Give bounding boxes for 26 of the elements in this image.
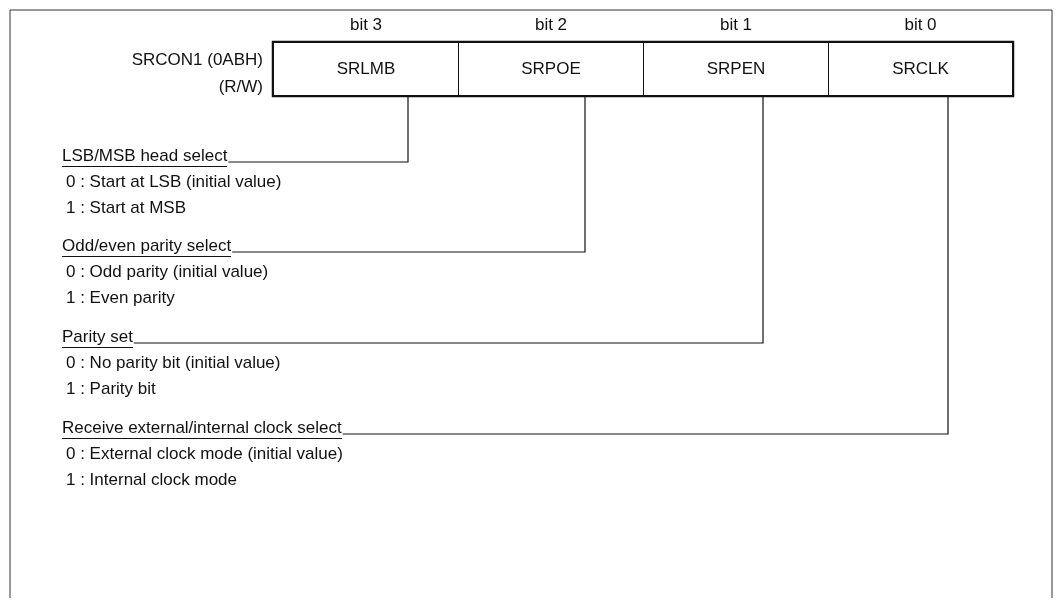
bit-value-description: 1 : Even parity	[66, 288, 175, 308]
bit-value-description: 0 : No parity bit (initial value)	[66, 353, 281, 373]
bit-value-description: 0 : Start at LSB (initial value)	[66, 172, 282, 192]
leader-line	[342, 95, 949, 435]
bit-value-description: 1 : Internal clock mode	[66, 470, 238, 490]
bit-name: SRPOE	[521, 59, 581, 79]
register-label: SRCON1 (0ABH)	[131, 50, 263, 70]
field-heading: LSB/MSB head select	[62, 146, 228, 167]
leader-line	[133, 95, 764, 344]
bit-value-description: 1 : Parity bit	[66, 379, 156, 399]
register-label: (R/W)	[218, 77, 263, 97]
leader-line	[231, 95, 586, 253]
bit-name: SRCLK	[892, 59, 949, 79]
bit-number: bit 1	[718, 15, 754, 35]
bit-number: bit 0	[903, 15, 938, 35]
bit-value-description: 0 : Odd parity (initial value)	[66, 262, 269, 282]
bit-name: SRLMB	[336, 59, 396, 79]
field-heading: Parity set	[62, 327, 133, 348]
field-heading: Odd/even parity select	[62, 236, 232, 257]
field-heading: Receive external/internal clock select	[62, 418, 342, 439]
bit-value-description: 1 : Start at MSB	[66, 198, 186, 218]
bit-number: bit 3	[348, 15, 384, 35]
bit-number: bit 2	[533, 15, 569, 35]
leader-line	[227, 95, 409, 163]
bit-name: SRPEN	[706, 59, 766, 79]
bit-value-description: 0 : External clock mode (initial value)	[66, 444, 343, 464]
